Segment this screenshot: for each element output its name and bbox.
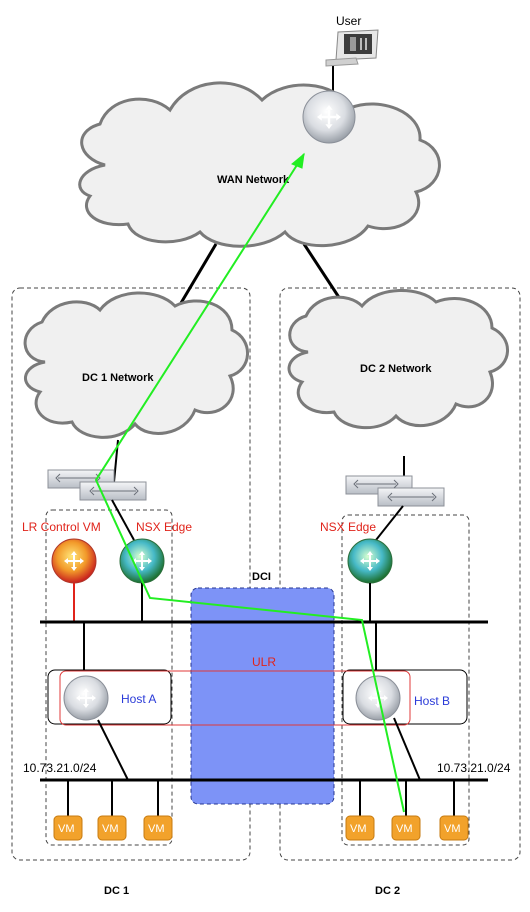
lr-control-vm-label: LR Control VM <box>22 520 101 534</box>
subnet-2-label: 10.73.21.0/24 <box>437 761 511 775</box>
lr-control-vm-icon <box>51 538 97 584</box>
dc1-label: DC 1 <box>104 885 129 897</box>
dci-block <box>190 587 335 805</box>
dci-label: DCI <box>252 571 271 583</box>
dc1-switch-edge-link <box>111 499 135 541</box>
vm-icon: VM <box>439 815 469 841</box>
user-label: User <box>336 14 361 28</box>
svg-text:VM: VM <box>58 823 75 835</box>
ulr-outline <box>59 670 411 726</box>
nsx-edge-1-label: NSX Edge <box>136 520 192 534</box>
host-a-downlink <box>97 719 129 781</box>
vm-icon: VM <box>143 815 173 841</box>
dc2-compute-boundary <box>341 514 470 846</box>
vm-drops <box>67 780 455 816</box>
svg-text:VM: VM <box>148 823 165 835</box>
vm-icon: VM <box>53 815 83 841</box>
dc2-boundary <box>279 287 521 861</box>
svg-text:VM: VM <box>102 823 119 835</box>
wan-dc1-link <box>179 243 218 304</box>
dc2-label: DC 2 <box>375 885 400 897</box>
traffic-arrowhead <box>291 152 305 169</box>
user-workstation-icon <box>325 29 379 67</box>
wan-router-icon <box>302 90 356 144</box>
nsx-edge-2-label: NSX Edge <box>320 520 376 534</box>
svg-text:VM: VM <box>396 823 413 835</box>
vm-icon: VM <box>97 815 127 841</box>
traffic-path <box>94 153 405 813</box>
wan-cloud-label: WAN Network <box>217 174 290 186</box>
host-a-router-icon <box>63 675 109 721</box>
host-b-label: Host B <box>414 694 450 708</box>
host-b-downlink <box>393 717 421 781</box>
subnet-1-label: 10.73.21.0/24 <box>23 761 97 775</box>
svg-text:VM: VM <box>444 823 461 835</box>
wan-dc2-link <box>302 243 344 303</box>
dc2-network-label: DC 2 Network <box>360 363 432 375</box>
nsx-edge-2-icon <box>347 538 393 584</box>
dc2-switch-icon <box>345 475 445 507</box>
dc1-network-label: DC 1 Network <box>82 372 154 384</box>
dc2-switch-edge-link <box>375 505 404 541</box>
vm-icon: VM <box>391 815 421 841</box>
dc1-boundary <box>11 287 251 861</box>
dc1-switch-icon <box>47 469 147 501</box>
dc2-network-cloud <box>287 289 509 430</box>
host-a-label: Host A <box>121 692 156 706</box>
ulr-label: ULR <box>252 655 276 669</box>
vm-icon: VM <box>345 815 375 841</box>
svg-text:VM: VM <box>350 823 367 835</box>
host-b-router-icon <box>355 675 401 721</box>
